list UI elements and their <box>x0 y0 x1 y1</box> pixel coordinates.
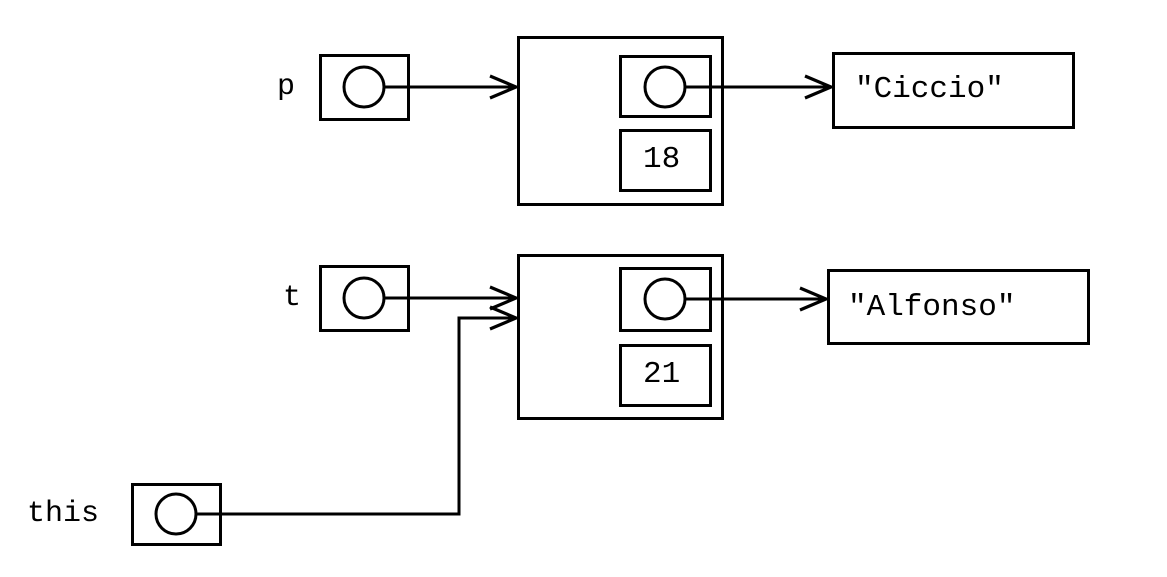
reference-dot-p <box>342 65 386 109</box>
object-box-ciccio <box>517 36 724 206</box>
object-field-value-age-alfonso: 21 <box>643 357 681 392</box>
string-box-ciccio <box>832 52 1075 129</box>
reference-dot-this <box>154 492 198 536</box>
object-field-value-age-ciccio: 18 <box>643 142 681 177</box>
object-field-box-age-ciccio <box>619 129 712 192</box>
reference-dot-ciccio-name <box>643 65 687 109</box>
reference-dot-alfonso-name <box>643 277 687 321</box>
string-value-ciccio: "Ciccio" <box>855 72 1004 107</box>
string-box-alfonso <box>827 269 1090 345</box>
variable-label-p: p <box>277 70 296 104</box>
string-value-alfonso: "Alfonso" <box>848 290 1016 325</box>
object-field-box-age-alfonso <box>619 344 712 407</box>
variable-label-this: this <box>27 497 100 531</box>
reference-dot-t <box>342 276 386 320</box>
variable-label-t: t <box>283 281 302 315</box>
pointer-line-this <box>196 316 516 516</box>
object-box-alfonso <box>517 254 724 420</box>
